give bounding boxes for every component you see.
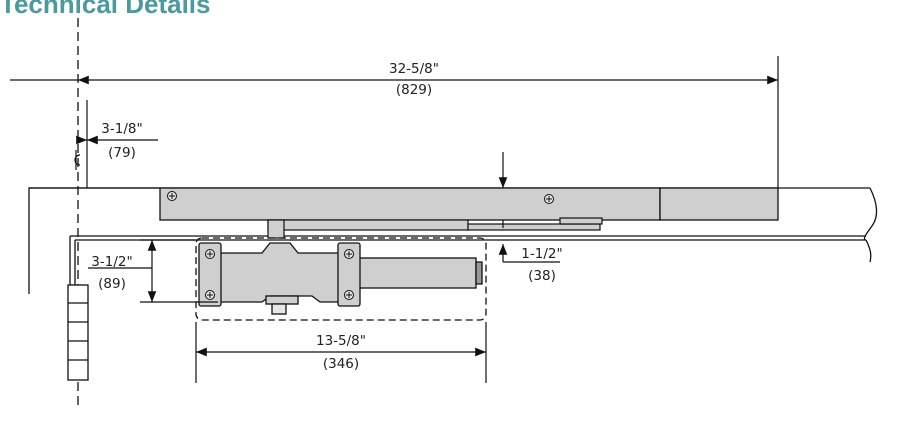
overall-length-inch: 32-5/8" bbox=[389, 61, 439, 77]
closer-envelope bbox=[195, 237, 487, 321]
body-width-inch: 13-5/8" bbox=[316, 333, 366, 349]
closer-body bbox=[198, 242, 483, 315]
arm-clearance-dimension bbox=[498, 152, 560, 263]
hinge-offset-mm: (79) bbox=[108, 145, 136, 161]
hinge-offset-dimension bbox=[76, 100, 158, 188]
arm-clearance-inch: 1-1/2" bbox=[521, 246, 562, 262]
overall-length-mm: (829) bbox=[396, 82, 432, 98]
phillips-screw-icon bbox=[205, 249, 215, 259]
closer-arm bbox=[267, 217, 603, 239]
hinge-icon bbox=[67, 284, 89, 381]
section-heading: Technical Details bbox=[0, 0, 211, 19]
phillips-screw-icon bbox=[344, 249, 354, 259]
phillips-screw-icon bbox=[205, 290, 215, 300]
body-depth-dimension bbox=[88, 239, 218, 303]
body-width-dimension bbox=[195, 322, 487, 383]
phillips-screw-icon bbox=[167, 191, 177, 201]
centerline-symbol-icon bbox=[74, 150, 81, 170]
body-width-mm: (346) bbox=[323, 356, 359, 372]
arm-clearance-mm: (38) bbox=[528, 268, 556, 284]
hinge-offset-inch: 3-1/8" bbox=[101, 121, 142, 137]
overhead-track bbox=[159, 187, 779, 221]
overall-length-dimension bbox=[10, 56, 779, 188]
phillips-screw-icon bbox=[544, 194, 554, 204]
phillips-screw-icon bbox=[344, 290, 354, 300]
body-depth-inch: 3-1/2" bbox=[91, 254, 132, 270]
body-depth-mm: (89) bbox=[98, 276, 126, 292]
